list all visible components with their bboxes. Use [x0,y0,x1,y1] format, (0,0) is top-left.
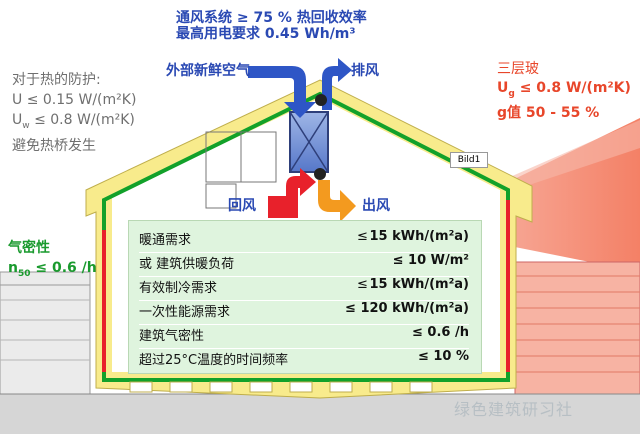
outside-air-label: 外部新鲜空气 [166,63,250,79]
exhaust-arrow [322,58,352,110]
requirement-row: 超过25°C温度的时间频率≤ 10 % [139,349,469,368]
ground [0,394,640,434]
return-air-label: 回风 [228,198,256,214]
watermark: 绿色建筑研习社 [454,400,574,419]
requirement-row: 有效制冷需求≤15 kWh/(m²a) [139,277,469,296]
g-value: g值 50 - 55 % [497,104,600,121]
supply-air-arrow [318,180,356,222]
fan-icon-lower [314,168,326,180]
ventilation-line2: 最高用电要求 0.45 Wh/m³ [176,26,356,43]
supply-air-label: 出风 [362,198,390,214]
n50-value: n50 ≤ 0.6 /h [8,260,97,279]
u-value: U ≤ 0.15 W/(m²K) [12,92,137,108]
thermal-bridge: 避免热桥发生 [12,137,96,154]
floor-joists [129,381,433,393]
insulation-info: 对于热的防护: U ≤ 0.15 W/(m²K) Uw ≤ 0.8 W/(m²K… [12,70,136,156]
uw-value: Uw ≤ 0.8 W/(m²K) [12,112,135,131]
fan-icon [315,94,327,106]
requirement-row: 建筑气密性≤ 0.6 /h [139,325,469,344]
right-shed [514,261,640,395]
outside-air-arrow [248,66,316,118]
requirements-panel: 暖通需求≤15 kWh/(m²a) 或 建筑供暖负荷≤ 10 W/m² 有效制冷… [128,220,482,374]
insulation-title: 对于热的防护: [12,72,101,88]
airtight-info: 气密性 n50 ≤ 0.6 /h [8,238,97,284]
requirement-row: 或 建筑供暖负荷≤ 10 W/m² [139,253,469,272]
requirement-row: 一次性能源需求≤ 120 kWh/(m²a) [139,301,469,320]
return-air-arrow [268,168,316,210]
bild-tag: Bild1 [450,152,488,168]
exhaust-label: 排风 [351,63,379,79]
glazing-title: 三层玻 [497,61,539,77]
ug-value: Ug ≤ 0.8 W/(m²K) [497,80,631,99]
window-frame [205,131,277,209]
airtight-title: 气密性 [8,240,50,256]
left-shed [0,271,91,395]
requirement-row: 暖通需求≤15 kWh/(m²a) [139,229,469,248]
ventilation-line1: 通风系统 ≥ 75 % 热回收效率 [176,10,367,26]
ventilation-efficiency: 通风系统 ≥ 75 % 热回收效率 最高用电要求 0.45 Wh/m³ [176,10,367,42]
glazing-info: 三层玻 Ug ≤ 0.8 W/(m²K) g值 50 - 55 % [497,60,631,123]
